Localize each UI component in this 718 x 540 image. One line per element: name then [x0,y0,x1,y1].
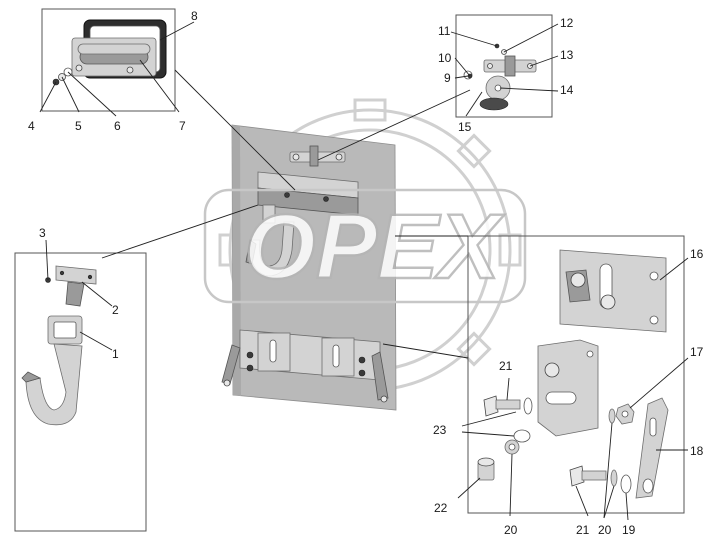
panel-strap [245,204,295,277]
callout-22: 22 [434,501,448,515]
callout-4: 4 [28,119,35,133]
washer-20-mid [504,429,531,455]
callout-leaders [39,21,689,521]
callout-6: 6 [114,119,121,133]
plate-16 [559,249,667,333]
inset-frame-top-right [455,14,553,118]
callout-21-upper: 21 [499,359,513,373]
bolt-22 [477,457,495,481]
lock-assembly [463,43,537,111]
callout-19: 19 [622,523,636,537]
callout-17: 17 [690,345,704,359]
strap-assembly [21,265,97,426]
inset-frame-top-left [41,8,176,112]
callout-21-lower: 21 [576,523,590,537]
callout-8: 8 [191,9,198,23]
callout-15: 15 [458,120,472,134]
callout-14: 14 [560,83,574,97]
washers-20-lower [608,408,632,494]
panel-top-latch [289,145,346,167]
callout-12: 12 [560,16,574,30]
bolt-21-lower [569,465,607,487]
callout-7: 7 [179,119,186,133]
handle-assembly [71,19,167,79]
panel-lower-assembly [221,329,389,403]
inset-frame-right [467,235,685,514]
callout-labels: 8 4 5 6 7 11 12 10 13 9 14 15 3 2 1 16 1… [28,9,704,537]
bolt-21-upper [483,395,533,417]
callout-9: 9 [444,71,451,85]
watermark-frame [203,188,527,304]
callout-16: 16 [690,247,704,261]
callout-11: 11 [438,24,451,38]
callout-23: 23 [433,423,447,437]
callout-1: 1 [112,347,119,361]
callout-20-right: 20 [598,523,612,537]
callout-20-left: 20 [504,523,518,537]
plate-18 [635,397,669,499]
bracket-plate [537,339,599,437]
callout-5: 5 [75,119,82,133]
inset-frame-left [14,252,147,532]
connection-lines [101,69,471,359]
callout-3: 3 [39,226,46,240]
callout-2: 2 [112,303,119,317]
callout-18: 18 [690,444,704,458]
callout-10: 10 [438,51,452,65]
nut-17 [615,403,635,425]
callout-13: 13 [560,48,574,62]
watermark-text: OPEX [244,196,504,298]
